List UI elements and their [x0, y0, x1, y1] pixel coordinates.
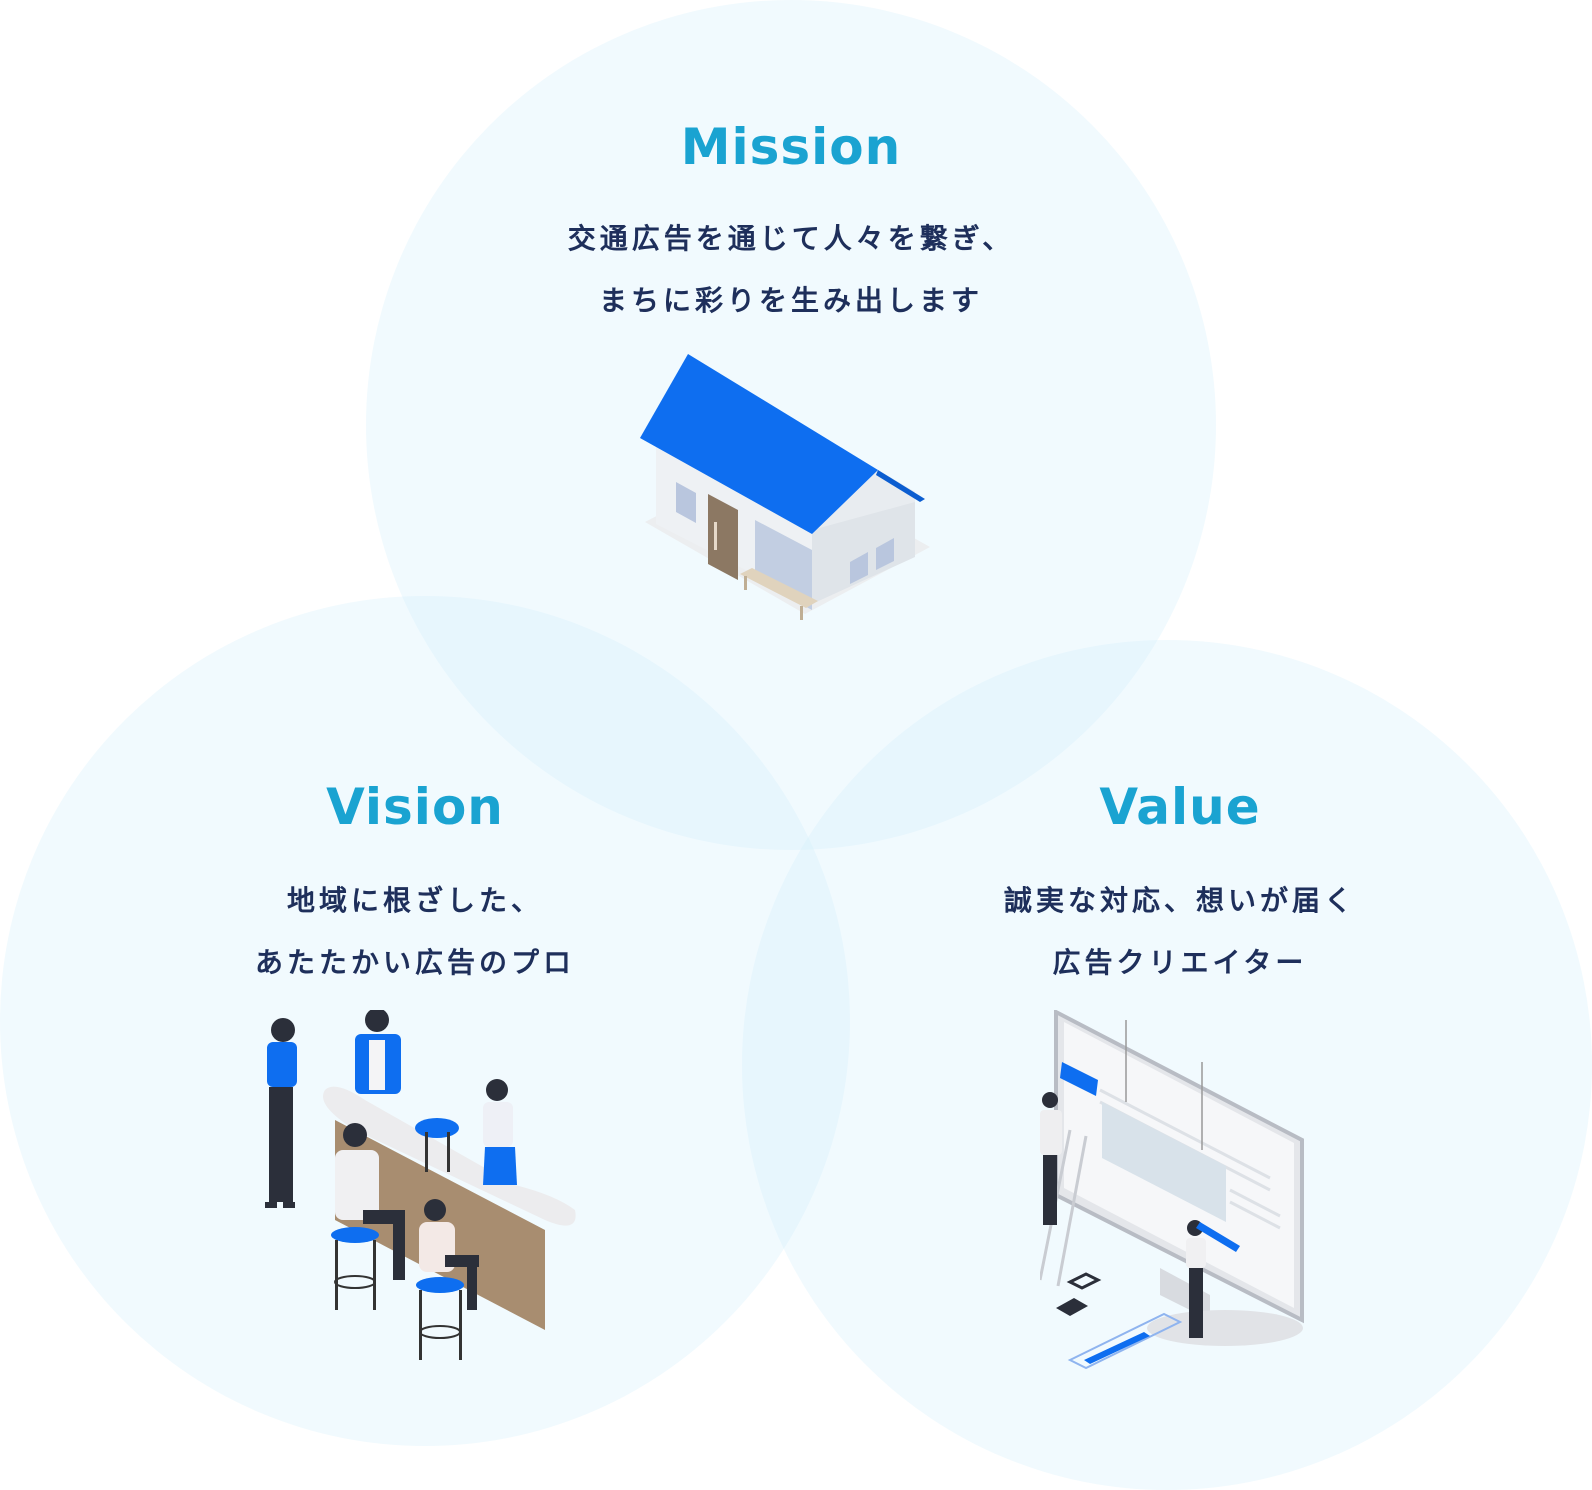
mission-block: Mission 交通広告を通じて人々を繋ぎ、 まちに彩りを生み出します	[491, 118, 1091, 332]
vision-block: Vision 地域に根ざした、 あたたかい広告のプロ	[115, 778, 715, 994]
value-line-2: 広告クリエイター	[1052, 946, 1308, 979]
vision-line-1: 地域に根ざした、	[286, 884, 543, 917]
vision-circle	[0, 596, 850, 1446]
mission-heading: Mission	[680, 118, 902, 176]
mission-line-2: まちに彩りを生み出します	[598, 284, 983, 317]
mission-text: 交通広告を通じて人々を繋ぎ、 まちに彩りを生み出します	[491, 208, 1091, 332]
value-line-1: 誠実な対応、想いが届く	[1003, 884, 1356, 917]
mission-line-1: 交通広告を通じて人々を繋ぎ、	[567, 222, 1015, 255]
team-meeting-illustration	[255, 1010, 595, 1390]
value-circle	[742, 640, 1592, 1490]
value-text: 誠実な対応、想いが届く 広告クリエイター	[880, 870, 1480, 994]
vision-line-2: あたたかい広告のプロ	[254, 946, 575, 979]
vision-heading: Vision	[326, 778, 504, 836]
house-illustration	[640, 352, 940, 652]
value-block: Value 誠実な対応、想いが届く 広告クリエイター	[880, 778, 1480, 994]
vision-text: 地域に根ざした、 あたたかい広告のプロ	[115, 870, 715, 994]
value-heading: Value	[1099, 778, 1261, 836]
monitor-creators-illustration	[1040, 1010, 1340, 1390]
